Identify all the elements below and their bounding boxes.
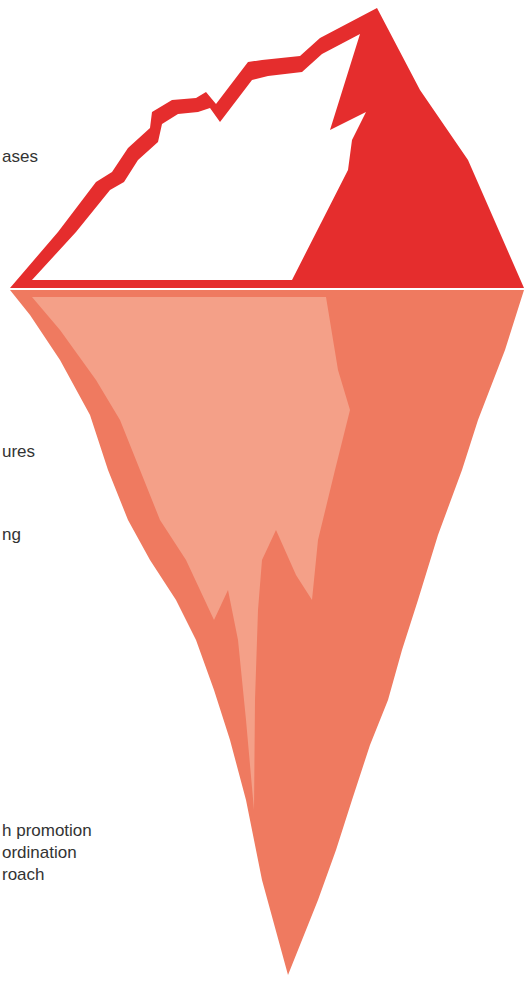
label-text: ng [2,524,21,546]
iceberg-tip [10,8,524,288]
label-text: h promotion [2,820,92,842]
iceberg-underwater [10,290,524,975]
label-text: roach [2,864,45,886]
iceberg-snow [32,34,366,280]
iceberg-underwater-face [32,297,350,810]
label-text: ases [2,146,38,168]
label-text: ures [2,441,35,463]
label-text: ordination [2,842,77,864]
